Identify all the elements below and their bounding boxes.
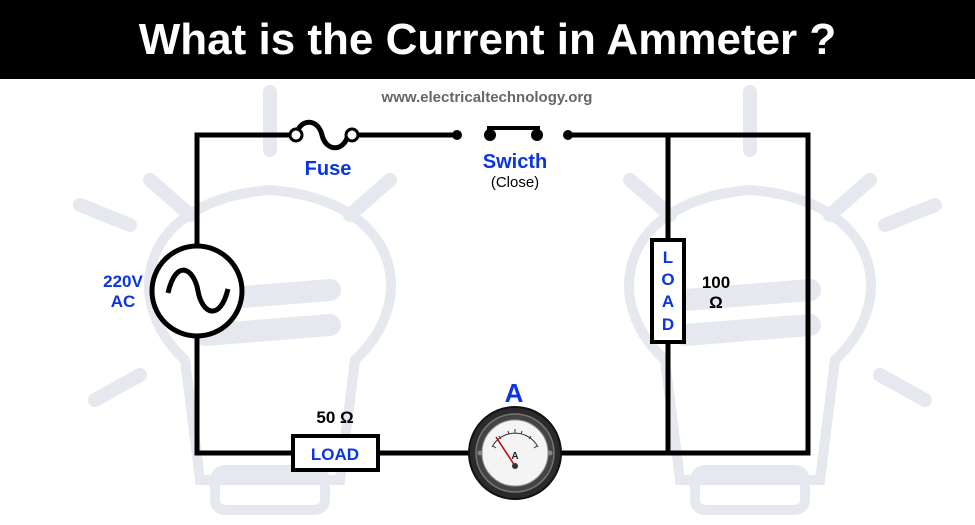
- page-title: What is the Current in Ammeter ?: [138, 14, 837, 64]
- bulb-watermark-right: [623, 85, 942, 515]
- ammeter-dial-letter: A: [511, 451, 518, 462]
- load-bottom-resistor: LOAD: [291, 434, 380, 472]
- wires: [194, 132, 811, 456]
- source-type: AC: [111, 292, 136, 311]
- fuse-symbol: [288, 119, 360, 151]
- watermark-bulbs: [73, 85, 942, 515]
- load-right-letter-o: O: [661, 270, 674, 289]
- load-right-letter-d: D: [662, 315, 674, 334]
- fuse-label: Fuse: [305, 158, 352, 180]
- load-right-letter-l: L: [663, 248, 673, 267]
- load-right-letter-a: A: [662, 292, 674, 311]
- load-right-value: 100: [702, 273, 730, 292]
- ac-source-symbol: [149, 243, 245, 339]
- source-voltage: 220V: [103, 272, 143, 291]
- load-bottom-text: LOAD: [311, 445, 359, 464]
- title-banner: What is the Current in Ammeter ?: [0, 0, 975, 79]
- ammeter-dial: A: [468, 406, 562, 500]
- load-right-resistor: L O A D: [650, 238, 686, 344]
- switch-symbol: [452, 126, 573, 141]
- ammeter-label: A: [505, 378, 524, 408]
- switch-state: (Close): [491, 174, 539, 191]
- website-label: www.electricaltechnology.org: [381, 89, 593, 106]
- load-right-unit: Ω: [709, 293, 723, 312]
- bulb-watermark-left: [73, 85, 397, 515]
- switch-label: Swicth: [483, 151, 547, 173]
- load-bottom-value: 50 Ω: [316, 408, 353, 427]
